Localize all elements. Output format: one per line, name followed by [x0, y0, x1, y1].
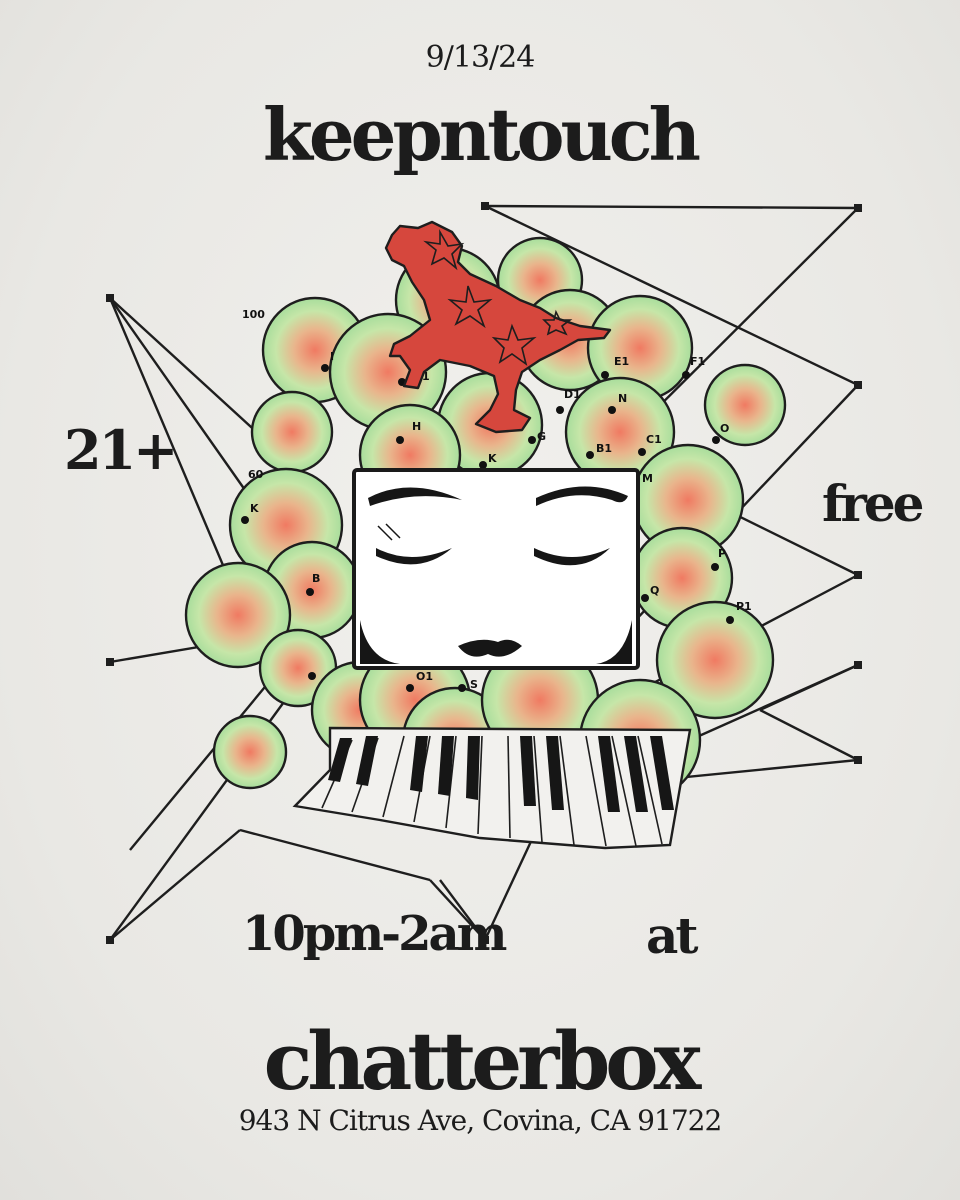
node-label: C1: [646, 433, 662, 446]
node-label: B1: [596, 442, 612, 455]
at-word: at: [646, 906, 698, 965]
node-label: O1: [416, 670, 433, 683]
venue-address: 943 N Citrus Ave, Covina, CA 91722: [238, 1104, 723, 1137]
node-label: Q: [650, 584, 659, 597]
node-label: H: [412, 420, 421, 433]
graph-node-labels: G1 H E1 F1 D1 N O G K B1 C1 M K B P Q P1…: [242, 308, 752, 691]
node-label: N: [618, 392, 627, 405]
node-label: F1: [690, 355, 705, 368]
scale-label-mid: 60: [248, 468, 264, 481]
node-label: S: [470, 678, 478, 691]
node-label: M: [642, 472, 653, 485]
node-label: B: [312, 572, 320, 585]
scale-label-top: 100: [242, 308, 265, 321]
node-label: P1: [736, 600, 752, 613]
event-date: 9/13/24: [425, 40, 536, 75]
piano-illustration: [292, 726, 692, 850]
node-label: E1: [614, 355, 629, 368]
event-title: keepntouch: [262, 92, 701, 177]
venue-name: chatterbox: [263, 1014, 702, 1108]
node-label: P: [718, 547, 726, 560]
node-label: G: [537, 430, 546, 443]
node-label: I: [330, 350, 334, 363]
admission-price: free: [822, 474, 924, 533]
node-label: D1: [564, 388, 581, 401]
network-endpoints: [106, 202, 862, 944]
red-dog-illustration: [384, 220, 612, 434]
graph-nodes: [241, 364, 734, 692]
node-label: O: [720, 422, 729, 435]
face-illustration: [352, 468, 640, 670]
age-restriction: 21+: [64, 418, 178, 482]
node-label: K: [488, 452, 497, 465]
node-label: K: [250, 502, 259, 515]
event-time: 10pm-2am: [242, 906, 507, 962]
